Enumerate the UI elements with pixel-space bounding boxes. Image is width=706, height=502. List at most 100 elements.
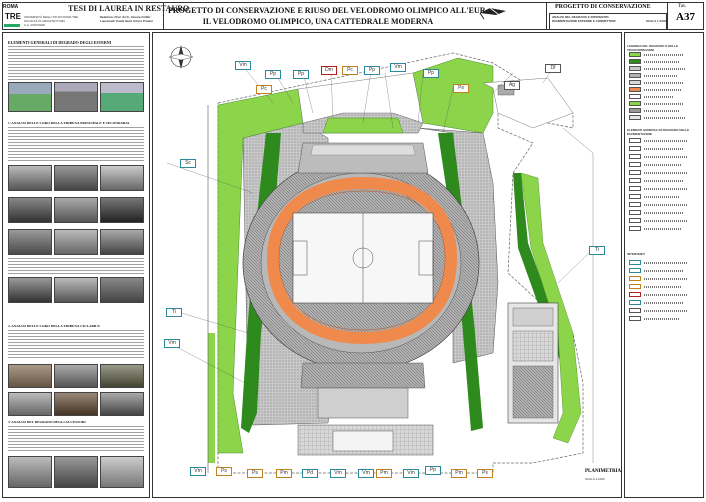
tag-bottom-4: Pm	[276, 469, 292, 478]
tag-bottom-11: Pm	[451, 469, 467, 478]
tag-bottom-5: Pd	[302, 469, 318, 478]
photo-tribune-2	[54, 165, 98, 191]
tag-right-top-2: Df	[545, 64, 561, 73]
legend-group-1	[627, 52, 701, 122]
faculty-line: FACOLTÀ DI ARCHITETTURA	[24, 19, 66, 23]
flag-emblem-icon	[478, 5, 508, 21]
south-pool	[332, 430, 394, 452]
tag-bottom-6: Vm	[330, 469, 346, 478]
tag-left-mid: Ti	[166, 308, 182, 317]
section-2-title: 1. ANALISI DELLE LORO DELLA TRIBUNA PRIN…	[8, 121, 130, 125]
tag-top-5: Dm	[321, 66, 337, 75]
tag-left-upper: Sc	[180, 159, 196, 168]
photo-tribune-9	[100, 229, 144, 255]
photo-tribune-6	[100, 197, 144, 223]
main-title-1: PROGETTO DI CONSERVAZIONE E RIUSO DEL VE…	[168, 6, 486, 15]
legend-group-2	[627, 138, 701, 243]
tag-bottom-12: Ps	[477, 469, 493, 478]
header-bar	[2, 2, 704, 30]
lawn-south-west	[208, 333, 215, 463]
section-3-text	[8, 330, 144, 360]
logo-word: ROMA	[3, 4, 19, 10]
header-divider-2	[546, 2, 547, 30]
students-line: Laureandi: Paola Sesti Arturo Pratesi	[100, 19, 153, 23]
north-arrow-icon	[168, 45, 194, 69]
tag-bottom-8: Vm	[403, 469, 419, 478]
photo-cycle-1	[8, 364, 52, 388]
tag-top-7: Pp	[364, 66, 380, 75]
university-info: UNIVERSITÀ DEGLI STUDI ROMA TRE FACOLTÀ …	[24, 15, 94, 27]
cycling-track	[266, 176, 458, 345]
section-4-text	[8, 426, 144, 452]
photo-cycle-6	[100, 392, 144, 416]
tav-label: Tav.	[678, 4, 687, 9]
legend-title-1: LEGENDA DEL DEGRADO E DELLE TRASFORMAZIO…	[627, 44, 679, 52]
tag-top-4: Pp	[293, 70, 309, 79]
section-2-text	[8, 127, 144, 161]
photo-cycle-5	[54, 392, 98, 416]
photo-accessory-1	[8, 456, 52, 488]
photo-tribune-7	[8, 229, 52, 255]
section-subtitle: ANALISI DEL DEGRADO E INTERVENTI: PAVIME…	[552, 15, 616, 23]
photo-cycle-3	[100, 364, 144, 388]
track-inner-edge	[278, 190, 446, 331]
photo-structure-1	[8, 277, 52, 303]
lawn-top	[297, 72, 424, 124]
header-divider-1	[163, 2, 164, 30]
tag-bottom-7: Vm	[358, 469, 374, 478]
section-2b-text	[8, 258, 144, 274]
plan-title: PLANIMETRIA	[585, 469, 622, 474]
section-sub-box	[549, 13, 667, 30]
south-tribune	[300, 362, 426, 389]
header-divider-3	[667, 2, 668, 30]
main-title-2: IL VELODROMO OLIMPICO, UNA CATTEDRALE MO…	[202, 17, 434, 26]
photo-stadium-city	[54, 82, 98, 112]
site-plan-drawing	[166, 45, 594, 474]
photo-tribune-3	[100, 165, 144, 191]
tag-top-3: Pc	[256, 85, 272, 94]
year-line: A.A. 2007/2008	[24, 23, 45, 27]
advisor-line: Relatrice: Prof. Arch. Cesare Feiffer	[100, 15, 151, 19]
tag-left-low: Vm	[164, 339, 180, 348]
south-entrance	[317, 387, 409, 419]
university-line: UNIVERSITÀ DEGLI STUDI ROMA TRE	[24, 15, 79, 19]
left-column-frame	[2, 32, 150, 498]
plan-frame	[152, 32, 622, 498]
tag-bottom-3: Ps	[247, 469, 263, 478]
legend-group-3	[627, 260, 701, 340]
plan-scale: SCALA 1:1000	[585, 477, 605, 481]
photo-accessory-3	[100, 456, 144, 488]
section-title: PROGETTO DI CONSERVAZIONE	[555, 4, 651, 10]
photo-cycle-2	[54, 364, 98, 388]
tag-top-6: Pc	[342, 66, 358, 75]
tag-right-top: Ag	[504, 81, 520, 90]
tag-bottom-1: Vm	[190, 467, 206, 476]
service-road-east	[562, 127, 594, 463]
section-1-title: ELEMENTI GENERALI DI DEGRADO DEGLI ESTER…	[8, 40, 112, 45]
thesis-title: TESI DI LAUREA IN RESTAURO	[68, 4, 190, 13]
tag-top-10: Ps	[453, 84, 469, 93]
photo-tribune-8	[54, 229, 98, 255]
section-1-text	[8, 46, 144, 80]
photo-stadium-aerial	[8, 82, 52, 112]
tag-top-1: Vm	[235, 61, 251, 70]
scale-label: SCALA 1:1000	[646, 19, 667, 23]
legend-title-3: INTERVENTI	[627, 252, 645, 256]
site-plan	[153, 33, 621, 497]
tag-bottom-2: Ps	[216, 467, 232, 476]
logo-word-2: TRE	[5, 12, 21, 21]
tag-right-mid: Ti	[589, 246, 605, 255]
legend-frame	[624, 32, 704, 498]
photo-structure-3	[100, 277, 144, 303]
photo-structure-2	[54, 277, 98, 303]
section-4-title: 3. ANALISI DEL DEGRADO DEGLI ACCESSORI	[8, 420, 86, 424]
university-logo: ROMA TRE	[3, 3, 21, 29]
photo-tribune-1	[8, 165, 52, 191]
tag-top-9: Pp	[423, 69, 439, 78]
tag-bottom-10: Pp	[425, 466, 441, 475]
photo-accessory-2	[54, 456, 98, 488]
section-3-title: 2. ANALISI DELLE LORO DELLA TRIBUNA CICL…	[8, 324, 100, 328]
tag-top-8: Vm	[390, 63, 406, 72]
photo-tribune-4	[8, 197, 52, 223]
tag-bottom-9: Pm	[376, 469, 392, 478]
